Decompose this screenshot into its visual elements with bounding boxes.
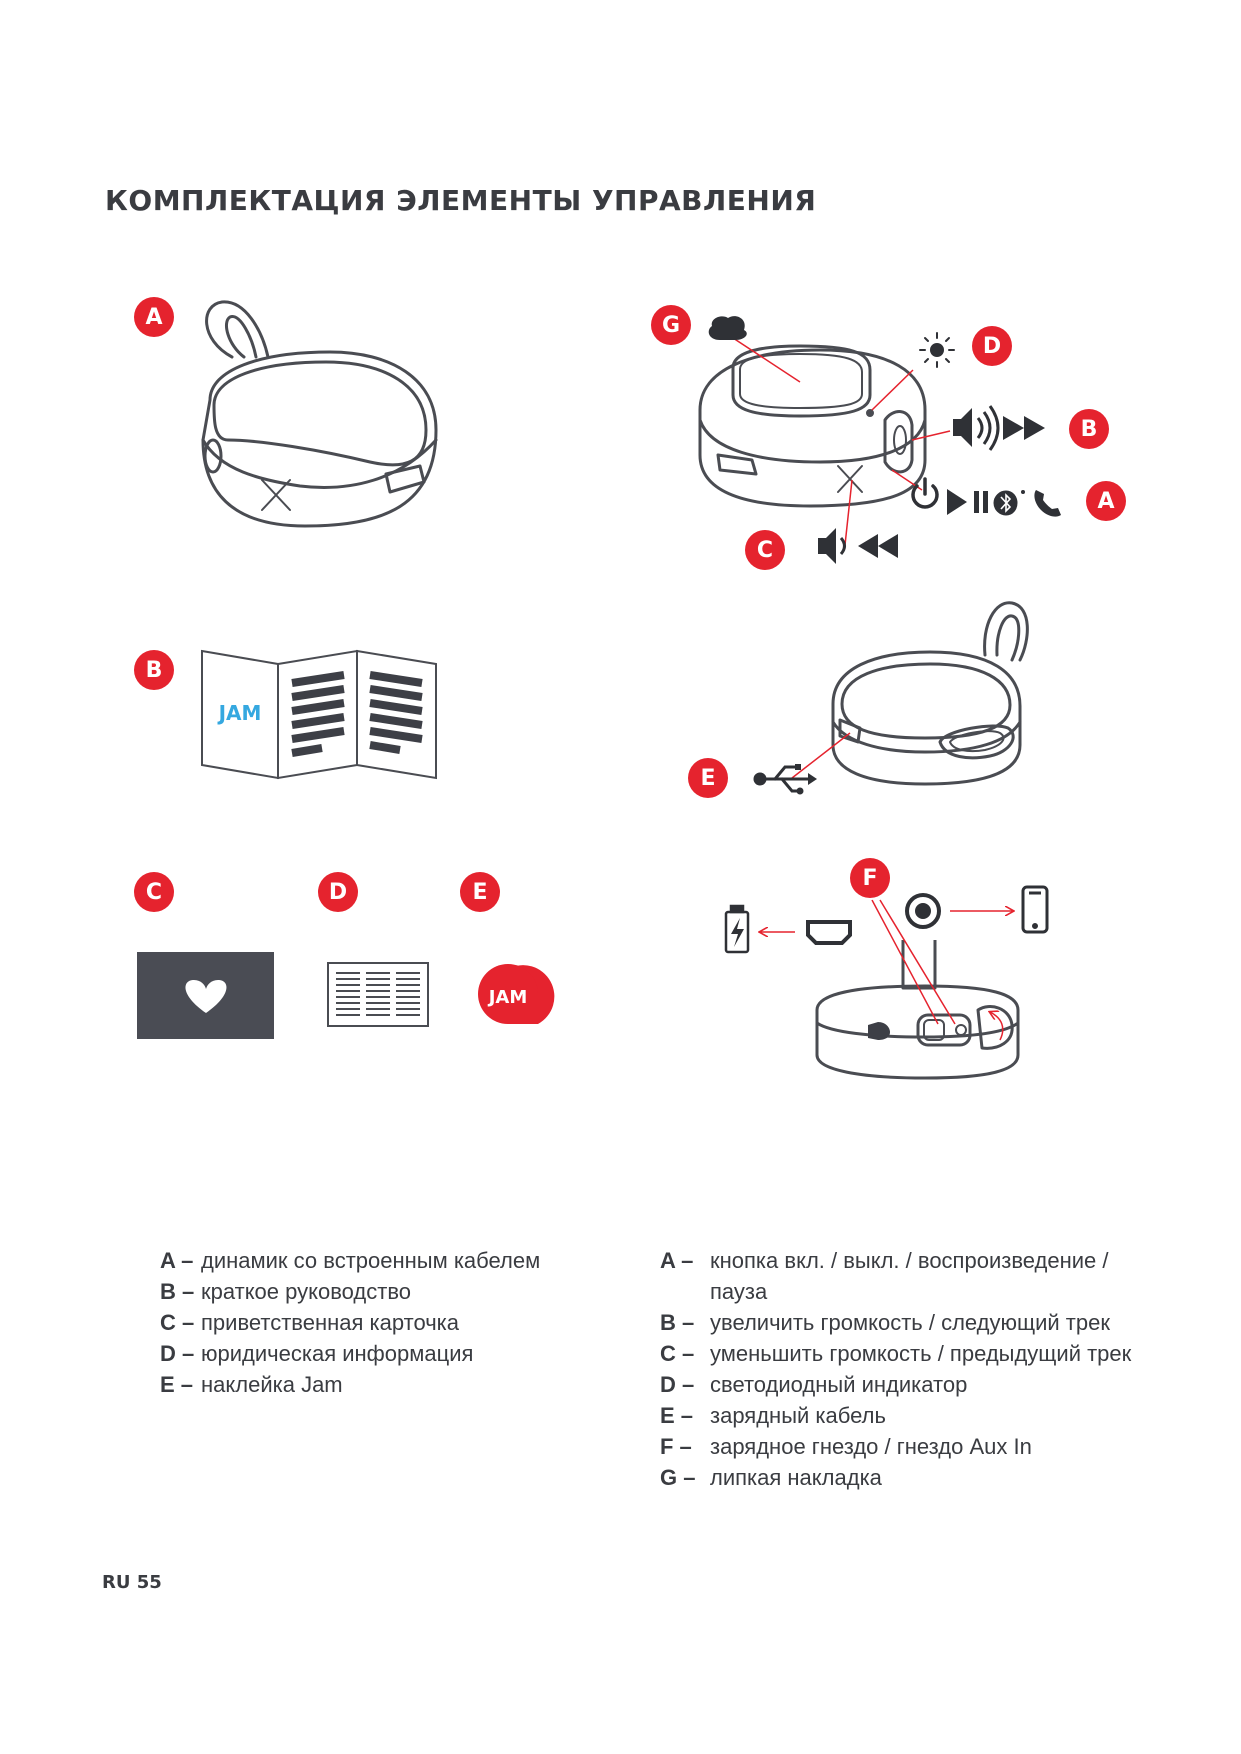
cable-leader-line [791,732,851,779]
speaker-controls-illustration [698,344,927,508]
list-item: C –приветственная карточка [160,1310,460,1335]
badge-ctrl-jack: F [850,858,890,898]
badge-package-sticker: E [460,872,500,912]
list-item: C –уменьшить громкость / предыдущий трек [660,1341,1132,1366]
list-item: G –липкая накладка [660,1465,882,1490]
jam-sticker-illustration [478,964,555,1024]
legal-info-illustration [327,962,429,1027]
speaker-cable-illustration [831,601,1029,786]
controls-list: A –кнопка вкл. / выкл. / воспроизведение… [660,1245,1160,1493]
list-item: F –зарядное гнездо / гнездо Aux In [660,1434,1032,1459]
brand-logo-sticker: JAM [487,987,528,1008]
badge-package-legal: D [318,872,358,912]
badge-ctrl-cable: E [688,758,728,798]
speaker-illustration-a [201,300,438,528]
badge-package-speaker: A [134,297,174,337]
list-item: A –кнопка вкл. / выкл. / воспроизведение… [660,1248,1109,1304]
play-icon [947,489,967,515]
list-item: E –наклейка Jam [160,1372,343,1397]
list-item: D –юридическая информация [160,1341,474,1366]
bluetooth-icon [993,490,1025,516]
adhesive-pad-icon [708,316,747,340]
micro-usb-port-icon [806,920,852,945]
battery-icon [724,904,750,954]
list-item: E –зарядный кабель [660,1403,886,1428]
list-item: A –динамик со встроенным кабелем [160,1248,541,1273]
controls-leader-lines [729,335,951,546]
next-track-icon [1003,416,1045,440]
previous-track-icon [858,534,898,558]
badge-ctrl-power: A [1086,481,1126,521]
badge-ctrl-led: D [972,326,1012,366]
list-item: D –светодиодный индикатор [660,1372,968,1397]
led-indicator-icon [919,332,955,368]
page-number: RU 55 [102,1572,162,1593]
brand-logo-blue: JAM [217,701,262,725]
volume-up-icon [953,405,1000,451]
usb-icon [753,764,817,795]
phone-icon [1034,490,1061,517]
package-contents-list: A –динамик со встроенным кабелем B –крат… [160,1245,620,1400]
pause-icon [974,491,988,513]
page-title: КОМПЛЕКТАЦИЯ ЭЛЕМЕНТЫ УПРАВЛЕНИЯ [105,184,817,217]
badge-package-card: C [134,872,174,912]
greeting-card-illustration [137,952,274,1039]
guide-text-lines [291,671,423,757]
list-item: B –увеличить громкость / следующий трек [660,1310,1110,1335]
aux-jack-icon [905,893,941,929]
volume-down-icon [818,528,836,564]
badge-ctrl-vol-up: B [1069,409,1109,449]
badge-ctrl-vol-down: C [745,530,785,570]
jack-leader-lines [871,899,1004,1041]
power-icon [911,477,939,509]
smartphone-icon [1021,885,1049,934]
list-item: B –краткое руководство [160,1279,412,1304]
badge-package-guide: B [134,650,174,690]
badge-ctrl-adhesive: G [651,305,691,345]
